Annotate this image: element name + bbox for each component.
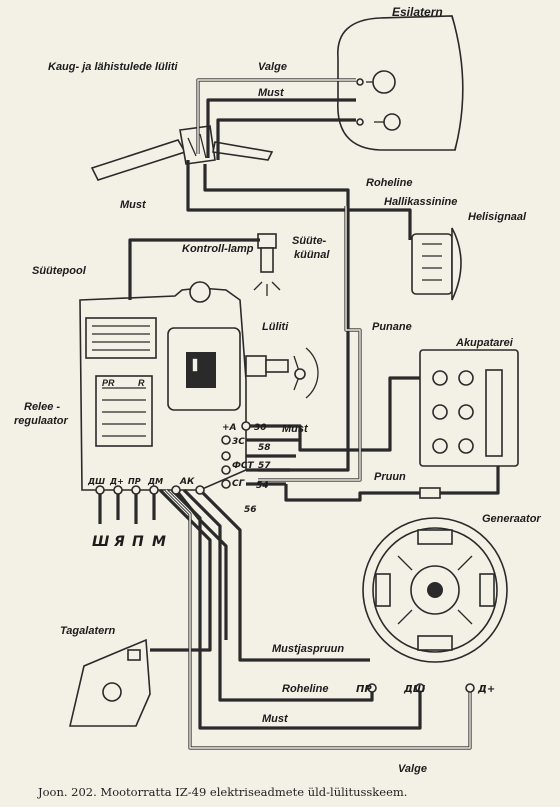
label-generaator: Generaator [482,513,541,525]
label-must-left: Must [120,199,147,211]
terminal-54: 54 [256,481,269,491]
ignition-scale [293,347,319,399]
battery [419,349,519,467]
letter-sh: Ш [92,534,109,550]
label-valge-top: Valge [258,61,287,73]
terminal-ak: АК [179,477,195,487]
terminal-58: 58 [258,443,271,453]
label-esilatern: Esilatern [392,5,443,19]
label-roheline-bottom: Roheline [282,683,328,695]
terminal-relee-r: R [138,378,145,388]
label-hallikassinine: Hallikassinine [384,196,457,208]
label-kaug-luliti: Kaug- ja lähistulede lüliti [48,61,179,73]
tail-lamp [68,638,151,727]
letter-p: П [132,534,144,550]
label-kontroll-lamp: Kontroll-lamp [182,243,254,255]
label-must-top: Must [258,87,285,99]
generator [362,517,508,663]
terminal-3c: 3С [232,437,245,447]
label-tagalatern: Tagalatern [60,625,116,637]
terminal-relee-pr: PR [102,378,115,388]
label-akupatarei: Akupatarei [455,337,514,349]
label-suute-kuunal: Süüte-küünal [292,235,330,261]
label-mustjaspruun: Mustjaspruun [272,643,344,655]
terminal-gen-pr: ПР [356,684,372,695]
terminal-d-plus: Д+ [109,477,124,486]
horn [411,227,462,301]
label-must-bottom: Must [262,713,289,725]
label-suutepool: Süütepool [32,265,87,277]
terminal-gen-d-plus: Д+ [477,684,495,695]
main-unit [79,281,289,491]
terminal-fct: ФСТ [232,461,255,471]
wiring-harness [98,78,500,750]
label-luliti: Lüliti [262,321,289,333]
label-roheline-top: Roheline [366,177,412,189]
terminal-gen-dsh: ДШ [403,684,426,695]
terminal-56: 56 [244,505,257,515]
figure-caption: Joon. 202. Mootorratta IZ-49 elektrisead… [37,785,407,799]
label-pruun: Pruun [374,471,406,483]
letter-m: М [152,534,166,550]
terminal-plus-a: +A [222,423,237,433]
label-valge-bottom: Valge [398,763,427,775]
label-relee-regulaator: Relee -regulaator [14,401,69,427]
terminal-dm: ДМ [147,477,163,486]
label-must-mid: Must [282,423,309,435]
terminal-pr: ПР [128,477,141,486]
headlamp [337,15,464,151]
handlebar-switch [90,125,274,181]
label-helisignaal: Helisignaal [468,211,527,223]
terminal-dsh: ДШ [87,477,105,486]
terminal-cg: СГ [232,479,246,489]
letter-ya: Я [113,534,125,550]
terminal-dots [95,421,475,693]
label-punane: Punane [372,321,412,333]
spark-plug [253,233,281,296]
terminal-57: 57 [258,461,271,471]
fuse [419,487,441,499]
terminal-30: 30 [254,423,267,433]
